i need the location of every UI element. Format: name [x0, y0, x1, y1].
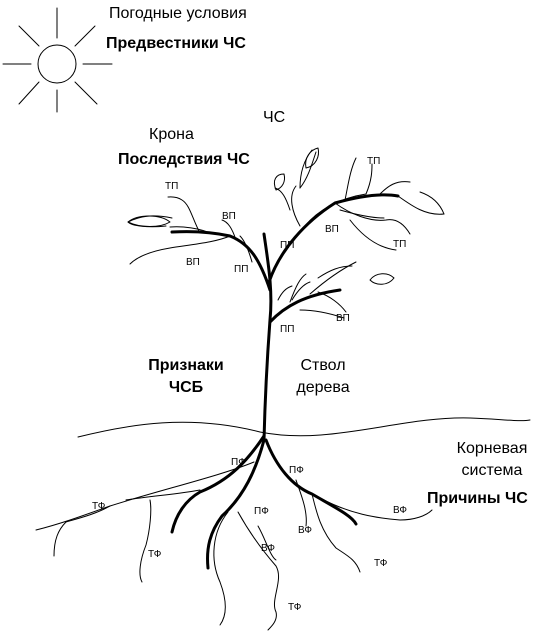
- branch-tag: ПП: [234, 264, 249, 275]
- branch-tag: ВП: [222, 211, 236, 222]
- root-tag: ВФ: [393, 505, 407, 516]
- root-system-label-line2: система: [461, 462, 523, 479]
- signs-label-line2: ЧСБ: [168, 379, 204, 396]
- root-tag: ТФ: [148, 549, 162, 560]
- branch-tag: ТП: [393, 239, 407, 250]
- ground-line: [77, 417, 531, 438]
- root-tag: ВФ: [298, 525, 312, 536]
- branch-tag: ТП: [165, 181, 179, 192]
- root-tag: ПФ: [231, 457, 246, 468]
- root-tag: ТФ: [374, 558, 388, 569]
- root-tag: ПФ: [254, 506, 269, 517]
- branch-tag: ВП: [336, 313, 350, 324]
- consequences-label: Последствия ЧС: [118, 151, 250, 168]
- signs-label-line1: Признаки: [148, 357, 224, 374]
- root-system-label-line1: Корневая: [456, 440, 528, 457]
- branch-tag: ПП: [280, 240, 295, 251]
- crown-label: Крона: [149, 126, 194, 143]
- branch-tag: ВП: [325, 224, 339, 235]
- branch-tag: ВП: [186, 257, 200, 268]
- main-branches: [170, 193, 400, 324]
- tree-trunk: [262, 232, 273, 442]
- sun-icon: [2, 7, 113, 113]
- es-label: ЧС: [263, 109, 286, 126]
- root-twigs: [35, 461, 433, 631]
- trunk-label-line2: дерева: [296, 379, 350, 396]
- causes-label: Причины ЧС: [427, 490, 528, 507]
- root-tag: ТФ: [92, 501, 106, 512]
- branch-tag: ПП: [280, 324, 295, 335]
- precursors-label: Предвестники ЧС: [106, 35, 246, 52]
- twigs: [127, 149, 445, 319]
- root-tag: ПФ: [289, 465, 304, 476]
- branch-tag: ТП: [367, 156, 381, 167]
- leaves: [127, 147, 395, 285]
- root-tag: ВФ: [261, 543, 275, 554]
- trunk-label-line1: Ствол: [300, 357, 346, 374]
- weather-conditions-label: Погодные условия: [109, 5, 247, 22]
- root-tag: ТФ: [288, 602, 302, 613]
